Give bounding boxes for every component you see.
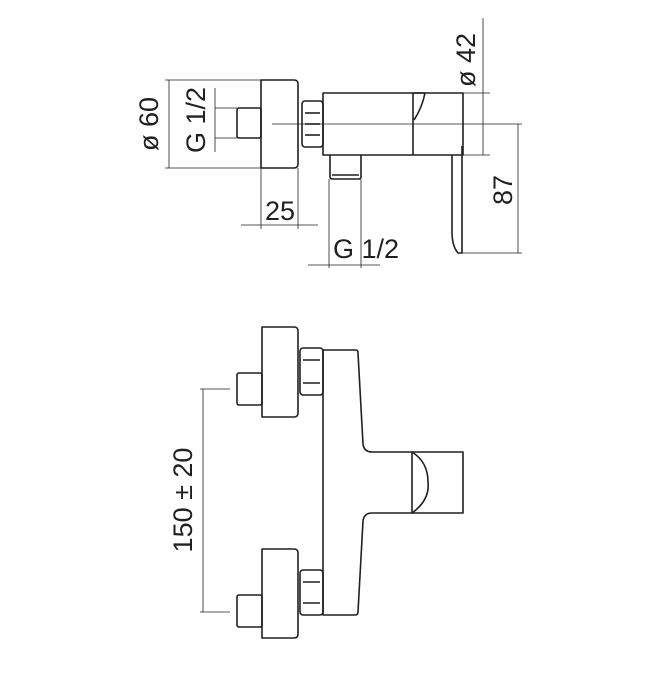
dim-body-diameter: ø 42 xyxy=(451,33,481,87)
side-view: ø 60 G 1/2 ø 42 87 25 G 1/2 xyxy=(134,18,522,268)
dim-outlet-thread: G 1/2 xyxy=(333,234,399,264)
handle-front xyxy=(411,451,429,514)
outlet-connector xyxy=(329,155,362,180)
rosette-bottom xyxy=(261,548,299,639)
handle-cap xyxy=(413,92,426,121)
inlet-stub xyxy=(236,107,262,139)
mixer-body-front xyxy=(322,349,464,616)
dim-rosette-depth: 25 xyxy=(265,196,295,226)
rosette-top xyxy=(261,326,299,418)
lever-handle xyxy=(451,146,463,254)
dim-rosette-diameter: ø 60 xyxy=(134,97,164,151)
inlet-stub-bottom xyxy=(236,594,263,628)
dim-projection: 87 xyxy=(488,175,518,205)
wall-rosette xyxy=(260,79,299,169)
hex-nut-top xyxy=(299,347,324,396)
front-view: 150 ± 20 xyxy=(168,326,464,639)
dim-inlet-spacing: 150 ± 20 xyxy=(168,448,198,553)
inlet-stub-top xyxy=(236,372,263,406)
dim-inlet-thread: G 1/2 xyxy=(181,87,211,153)
hex-nut-bottom xyxy=(299,569,324,616)
